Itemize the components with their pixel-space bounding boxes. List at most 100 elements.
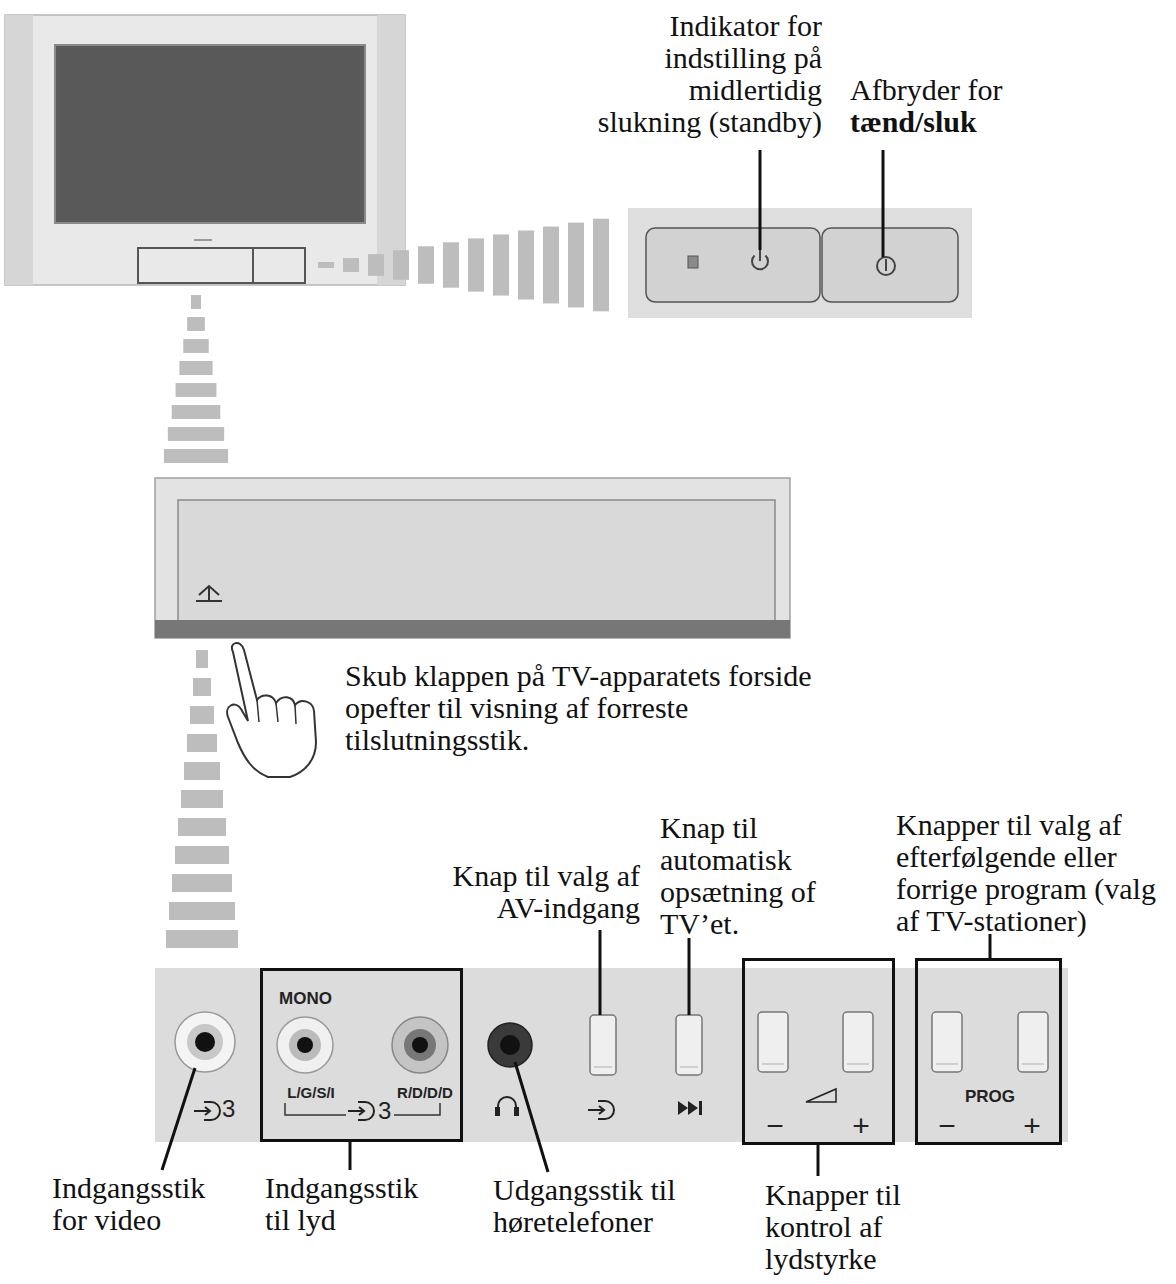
- leader-line: [759, 150, 762, 250]
- zoom-ray: [318, 262, 334, 268]
- tv-side: [377, 15, 405, 285]
- audio-jack: [297, 1037, 313, 1053]
- volume-button: [843, 1012, 873, 1072]
- headphone-jack: [488, 1023, 532, 1067]
- video-jack: [187, 1024, 223, 1060]
- channel-marking: L/G/S/I: [261, 1085, 361, 1100]
- callout-text: Knapper til kontrol af lydstyrke: [765, 1179, 915, 1275]
- panel-marking: MONO: [279, 990, 332, 1007]
- callout-text: Indgangsstik for video: [52, 1172, 222, 1236]
- front-flap-edge: [155, 620, 790, 638]
- callout-text: Udgangsstik til høretelefoner: [493, 1174, 693, 1238]
- zoom-ray: [196, 650, 208, 668]
- minus-sign: −: [760, 1111, 790, 1141]
- zoom-ray: [468, 238, 484, 291]
- program-button-shade: [936, 1063, 958, 1065]
- tv-side: [5, 15, 33, 285]
- callout-text: Knap til valg af AV-indgang: [425, 860, 640, 924]
- zoom-ray: [493, 234, 509, 295]
- audio-jack: [412, 1037, 428, 1053]
- callout-text: Knapper til valg af efterfølgende eller …: [896, 809, 1174, 937]
- zoom-ray: [593, 219, 609, 312]
- headphone-symbol: [514, 1107, 519, 1116]
- program-button-shade: [1022, 1063, 1044, 1065]
- video-jack: [195, 1032, 215, 1052]
- leader-line: [599, 930, 602, 1015]
- zoom-ray: [164, 449, 228, 463]
- input-symbol: [588, 1106, 604, 1114]
- zoom-ray: [181, 790, 223, 808]
- channel-bracket: [285, 1103, 440, 1115]
- av-button-shade: [594, 1066, 612, 1068]
- auto-setup-button: [676, 1015, 702, 1075]
- zoom-ray: [178, 818, 226, 836]
- callout-text: Indikator for indstilling på midlertidig…: [588, 10, 822, 138]
- power-symbol: [885, 259, 887, 271]
- power-panel: [628, 208, 972, 318]
- plus-sign: +: [1017, 1111, 1047, 1141]
- zoom-ray: [190, 706, 214, 724]
- leader-line: [882, 150, 885, 257]
- zoom-ray: [179, 361, 212, 375]
- audio-input-box: MONOL/G/S/IR/D/D/D3: [260, 968, 463, 1142]
- plus-sign: +: [846, 1111, 876, 1141]
- tv-screen: [55, 45, 365, 223]
- zoom-ray: [166, 930, 238, 948]
- av-button: [590, 1015, 616, 1075]
- callout-text: tænd/sluk: [850, 106, 977, 138]
- auto-setup-symbol: [699, 1101, 702, 1115]
- audio-jack: [392, 1017, 448, 1073]
- zoom-ray: [187, 317, 205, 331]
- zoom-ray: [393, 250, 409, 280]
- zoom-ray: [193, 678, 211, 696]
- callout-text: Indgangsstik til lyd: [265, 1172, 435, 1236]
- input-symbol: [194, 1107, 210, 1115]
- volume-buttons-box: −+: [742, 958, 895, 1145]
- zoom-ray: [443, 242, 459, 287]
- zoom-ray: [172, 405, 221, 419]
- audio-jack: [404, 1029, 436, 1061]
- leader-line: [162, 1068, 195, 1170]
- volume-button-shade: [847, 1063, 869, 1065]
- auto-setup-symbol: [688, 1101, 698, 1115]
- front-flap-door: [178, 500, 775, 622]
- tv-cabinet: [5, 15, 405, 285]
- zoom-ray: [418, 246, 434, 284]
- video-jack: [175, 1012, 235, 1072]
- front-connector-panel: 3MONOL/G/S/IR/D/D/D3−+PROG−+: [155, 968, 1068, 1142]
- indicator-lamp: [688, 256, 698, 268]
- audio-jack: [277, 1017, 333, 1073]
- tv-logo: [194, 239, 212, 241]
- auto-setup-symbol: [678, 1101, 688, 1115]
- power-button: [822, 228, 958, 302]
- zoom-ray: [168, 427, 224, 441]
- zoom-ray: [169, 902, 235, 920]
- leader-line: [515, 1062, 548, 1172]
- hand-drawing: [227, 643, 316, 777]
- zoom-ray: [568, 223, 584, 308]
- program-buttons-box: PROG−+: [915, 958, 1062, 1145]
- zoom-ray: [191, 295, 201, 309]
- control-strip-divider: [252, 248, 254, 283]
- zoom-ray: [543, 227, 559, 304]
- input-symbol: [204, 1102, 220, 1120]
- channel-marking: R/D/D/D: [375, 1085, 475, 1100]
- instruction-note: Skub klappen på TV-apparatets forside op…: [345, 660, 835, 756]
- headphone-symbol: [498, 1097, 516, 1114]
- zoom-ray: [175, 846, 229, 864]
- input-symbol: [358, 1102, 374, 1120]
- callout-text: Afbryder for: [850, 74, 1002, 106]
- input-symbol: [348, 1107, 364, 1115]
- minus-sign: −: [932, 1111, 962, 1141]
- hand-detail: [257, 700, 296, 724]
- program-button: [1018, 1012, 1048, 1072]
- power-symbol: [877, 257, 895, 275]
- auto-setup-button-shade: [680, 1066, 698, 1068]
- open-symbol: [196, 586, 222, 601]
- zoom-ray: [187, 734, 217, 752]
- headphone-symbol: [495, 1107, 500, 1116]
- leader-line: [349, 1142, 352, 1170]
- zoom-ray: [183, 339, 208, 353]
